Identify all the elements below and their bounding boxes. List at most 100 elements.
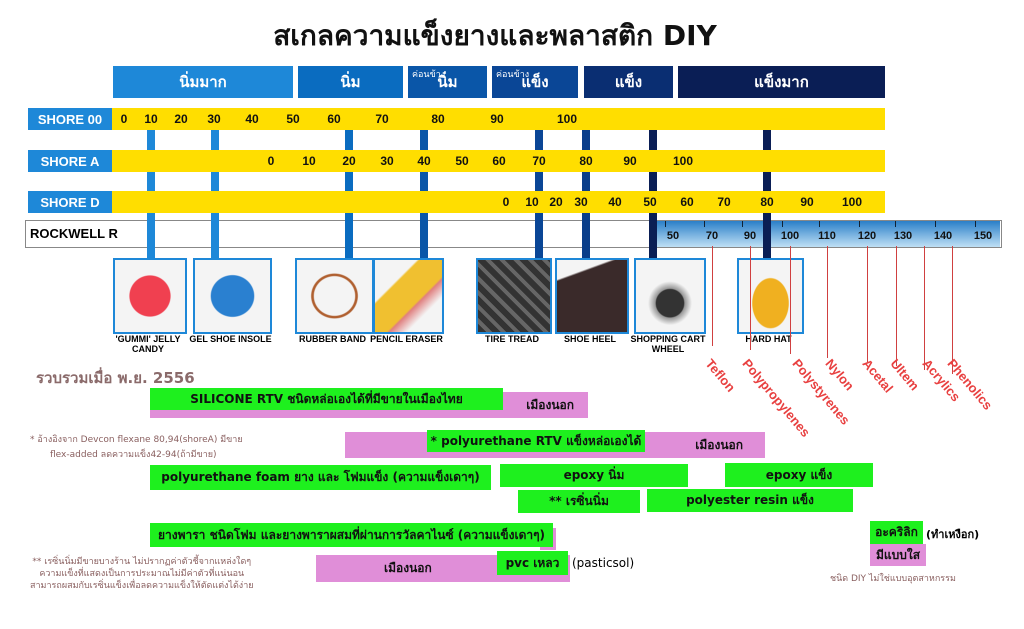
scale-tick: 50	[643, 195, 657, 209]
category-prefix: ค่อนข้าง	[412, 70, 446, 80]
tick-mark	[742, 221, 743, 227]
plastic-label: Teflon	[702, 356, 739, 395]
scale-bar	[112, 191, 885, 213]
scale-tick: 70	[717, 195, 731, 209]
tick-mark	[782, 221, 783, 227]
pu-foam-bar: polyurethane foam ยาง และ โฟมแข็ง (ความแ…	[150, 465, 491, 490]
epoxy-hard-bar: epoxy แข็ง	[725, 463, 873, 487]
category-label: นิ่มมาก	[179, 73, 227, 91]
scale-tick: 10	[525, 195, 539, 209]
example-image	[193, 258, 272, 334]
resin-note-line: ความแข็งที่แสดงเป็นการประมาณไม่มีค่าตัวท…	[39, 569, 245, 579]
scale-tick: 30	[574, 195, 588, 209]
scale-label: SHORE A	[28, 150, 112, 172]
scale-tick: 100	[841, 195, 863, 209]
scale-bar	[112, 150, 885, 172]
rockwell-tick: 50	[666, 230, 680, 242]
scale-tick: 60	[492, 154, 506, 168]
example-label: 'GUMMI' JELLY CANDY	[115, 334, 181, 354]
tick-mark	[819, 221, 820, 227]
pvc-note: (pasticsol)	[572, 556, 635, 570]
scale-tick: 30	[380, 154, 394, 168]
silicone-bar: SILICONE RTV ชนิดหล่อเองได้ที่มีขายในเมื…	[150, 388, 503, 410]
scale-tick: 100	[672, 154, 694, 168]
hardness-category: แข็งมาก	[678, 66, 885, 98]
rockwell-tick: 140	[933, 230, 953, 242]
scale-tick: 90	[800, 195, 814, 209]
pvc-bar: pvc เหลว	[497, 551, 568, 575]
scale-tick: 70	[375, 112, 389, 126]
scale-tick: 40	[417, 154, 431, 168]
plastic-pointer-line	[827, 246, 828, 358]
example-image	[295, 258, 374, 334]
scale-tick: 80	[579, 154, 593, 168]
scale-tick: 60	[680, 195, 694, 209]
polyester-bar: polyester resin แข็ง	[647, 489, 853, 512]
example-image	[555, 258, 629, 334]
imported-label: เมืองนอก	[384, 561, 432, 575]
acrylic-note: (ทำเหงือก)	[926, 528, 980, 541]
plastic-pointer-line	[867, 246, 868, 362]
example-label: GEL SHOE INSOLE	[189, 334, 272, 344]
rockwell-scale-gradient	[652, 221, 1000, 247]
example-label: SHOE HEEL	[563, 334, 616, 344]
hardness-category: แข็ง	[584, 66, 673, 98]
example-label: SHOPPING CART WHEEL	[630, 334, 706, 354]
acrylic-bar: อะคริลิก	[870, 521, 923, 544]
category-label: นิ่ม	[340, 73, 361, 91]
example-label: RUBBER BAND	[299, 334, 366, 344]
scale-tick: 90	[490, 112, 504, 126]
scale-tick: 30	[207, 112, 221, 126]
scale-tick: 0	[120, 112, 128, 126]
example-label: HARD HAT	[745, 334, 792, 344]
natural-rubber-bar: ยางพารา ชนิดโฟม และยางพาราผสมที่ผ่านการว…	[150, 523, 553, 547]
diy-note: ชนิด DIY ไม่ใช่แบบอุตสาหกรรม	[830, 574, 956, 584]
rockwell-tick: 110	[818, 230, 836, 242]
scale-tick: 20	[549, 195, 563, 209]
scale-label: ROCKWELL R	[30, 226, 118, 241]
example-image	[634, 258, 706, 334]
page-title: สเกลความแข็งยางและพลาสติก DIY	[273, 19, 717, 52]
resin-note-line: สามารถผสมกับเรซิ่นแข็งเพื่อลดความแข็งให้…	[30, 581, 254, 591]
example-image	[373, 258, 444, 334]
scale-tick: 20	[174, 112, 188, 126]
scale-tick: 70	[532, 154, 546, 168]
scale-tick: 20	[342, 154, 356, 168]
rockwell-tick: 120	[857, 230, 877, 242]
hardness-category: นิ่มมาก	[113, 66, 293, 98]
clear-acrylic-bar: มีแบบใส	[870, 544, 926, 566]
example-label: PENCIL ERASER	[370, 334, 443, 344]
pu-rtv-bar: * polyurethane RTV แข็งหล่อเองได้	[427, 430, 645, 452]
note-flex-added: flex-added ลดความแข็ง42-94(ถ้ามีขาย)	[50, 450, 217, 460]
compiled-date: รวบรวมเมื่อ พ.ย. 2556	[36, 369, 195, 387]
rockwell-tick: 90	[743, 230, 757, 242]
plastic-pointer-line	[750, 246, 751, 350]
plastic-pointer-line	[896, 246, 897, 366]
tick-mark	[975, 221, 976, 227]
scale-tick: 0	[502, 195, 510, 209]
scale-tick: 40	[245, 112, 259, 126]
tick-mark	[895, 221, 896, 227]
resin-note-line: ** เรซิ่นนิ่มมีขายบางร้าน ไม่ปรากฏค่าตัว…	[32, 557, 252, 567]
scale-tick: 100	[556, 112, 578, 126]
scale-tick: 80	[431, 112, 445, 126]
scale-tick: 50	[455, 154, 469, 168]
example-image	[113, 258, 187, 334]
imported-label: เมืองนอก	[695, 437, 743, 452]
scale-tick: 90	[623, 154, 637, 168]
imported-label: เมืองนอก	[526, 397, 574, 412]
hardness-category: ค่อนข้างแข็ง	[492, 66, 578, 98]
plastic-pointer-line	[790, 246, 791, 354]
scale-tick: 80	[760, 195, 774, 209]
scale-tick: 10	[144, 112, 158, 126]
tick-mark	[665, 221, 666, 227]
resin-soft-bar: ** เรซิ่นนิ่ม	[518, 490, 640, 513]
scale-tick: 40	[608, 195, 622, 209]
plastic-pointer-line	[952, 246, 953, 374]
category-label: แข็ง	[614, 73, 643, 91]
rockwell-tick: 130	[893, 230, 913, 242]
category-label: แข็งมาก	[754, 73, 809, 91]
example-label: TIRE TREAD	[485, 334, 539, 344]
plastic-pointer-line	[712, 246, 713, 346]
note-devcon: * อ้างอิงจาก Devcon flexane 80,94(shoreA…	[30, 435, 243, 445]
